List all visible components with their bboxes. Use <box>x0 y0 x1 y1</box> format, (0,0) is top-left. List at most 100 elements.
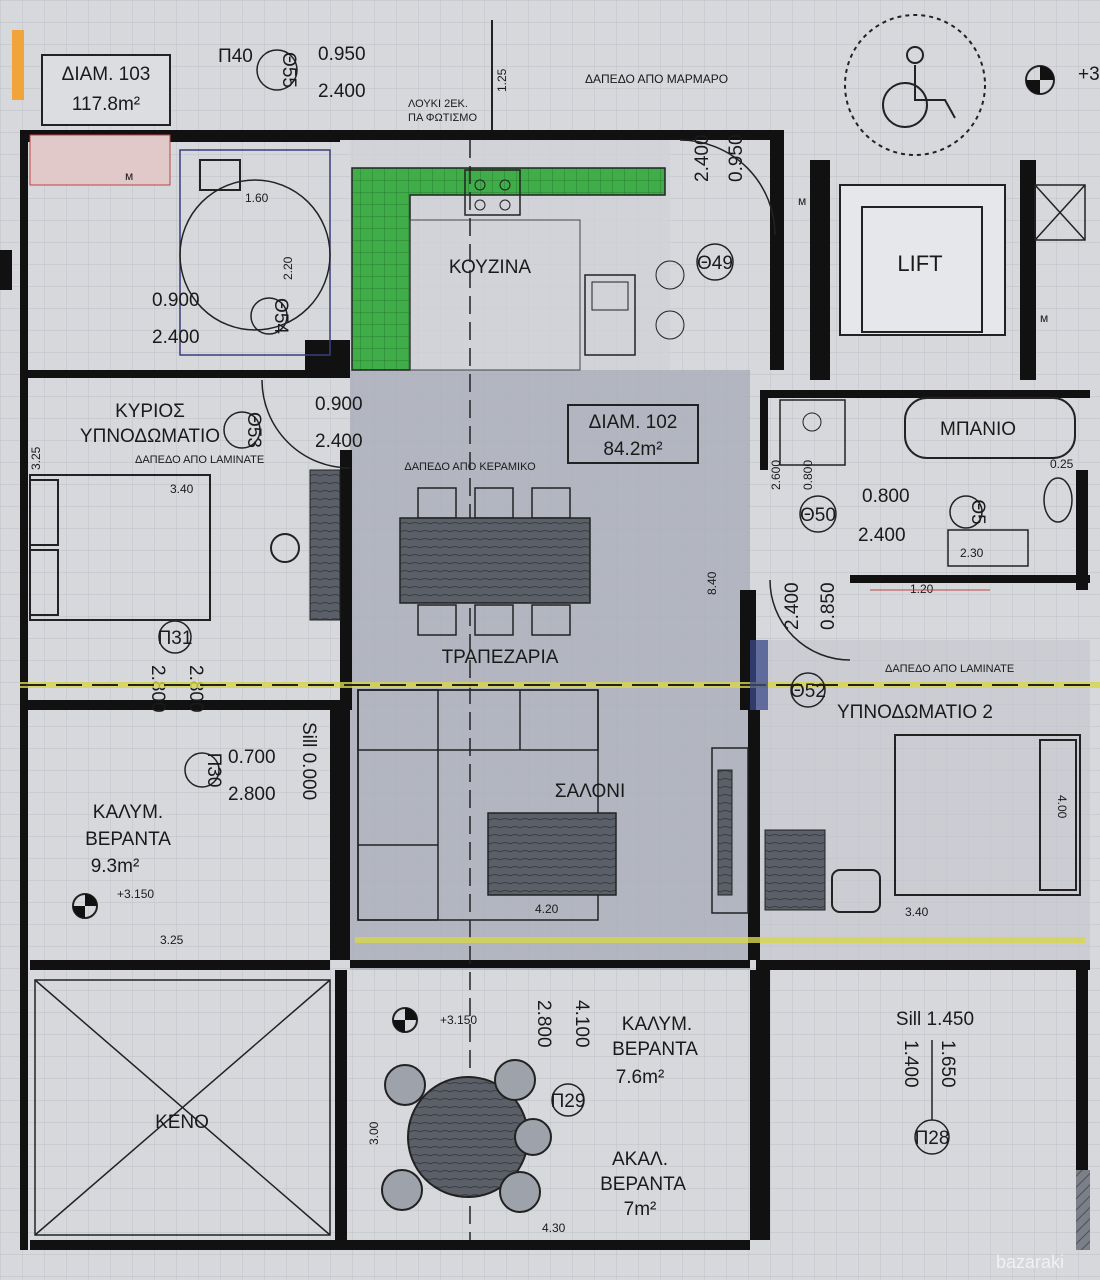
floor-laminate-bed2: ΔΑΠΕΔΟ ΑΠΟ LAMINATE <box>885 663 1014 675</box>
room-open-veranda-2: ΒΕΡΑΝΤΑ <box>600 1174 686 1195</box>
door-tag-t49-circle <box>696 243 734 281</box>
door-tag-p31: Π31 <box>158 628 193 649</box>
level-marker-mid-icon <box>392 1007 418 1033</box>
door-tag-t55: Θ55 <box>278 52 299 88</box>
dim-3150-left: +3.150 <box>117 887 154 901</box>
dim-325-side: 3.25 <box>29 446 43 470</box>
door-tag-t53-circle <box>223 411 261 449</box>
wc-turning-circle <box>179 179 331 331</box>
dim-2400-b2: 2.400 <box>782 582 803 630</box>
door-tag-p29-circle <box>551 1083 585 1117</box>
lobby-light-1: ΛΟΥΚΙ 2ΕΚ. <box>408 98 468 110</box>
room-veranda-mid-2: ΒΕΡΑΝΤΑ <box>612 1039 698 1060</box>
dim-160: 1.60 <box>245 191 269 205</box>
dim-125: 1.25 <box>495 68 509 92</box>
room-bedroom2: ΥΠΝΟΔΩΜΑΤΙΟ 2 <box>837 702 993 723</box>
unit103-title: ΔΙΑΜ. 103 <box>62 64 151 85</box>
door-tag-p40: Π40 <box>218 46 253 67</box>
washer <box>779 399 846 466</box>
dim-2400-kit: 2.400 <box>692 134 713 182</box>
dim-0900-wc: 0.900 <box>152 290 200 311</box>
room-open-veranda-area: 7m² <box>624 1199 657 1220</box>
kitchen-door-swing <box>679 139 776 236</box>
dim-420: 4.20 <box>535 902 559 916</box>
dim-0900-mb: 0.900 <box>315 394 363 415</box>
room-open-veranda-1: ΑΚΑΛ. <box>612 1149 668 1170</box>
outdoor-table-set <box>381 1059 552 1213</box>
coffee-table <box>487 812 617 896</box>
dim-2800-a: 2.800 <box>147 665 168 713</box>
right-edge-hatch <box>1076 1170 1090 1250</box>
dim-2800-c: 2.800 <box>228 784 276 805</box>
marker-m-far-right: м <box>1040 311 1048 325</box>
watermark: bazaraki <box>996 1252 1064 1272</box>
dim-430: 4.30 <box>542 1221 566 1235</box>
dim-0850: 0.850 <box>818 582 839 630</box>
room-veranda-left-2: ΒΕΡΑΝΤΑ <box>85 829 171 850</box>
door-tag-t54: Θ54 <box>270 298 291 334</box>
door-tag-t50: Θ50 <box>800 505 836 526</box>
master-door-swing <box>261 379 351 469</box>
door-tag-p28: Π28 <box>915 1128 950 1149</box>
dining-table <box>399 517 591 604</box>
door-tag-t50-circle <box>799 495 837 533</box>
door-tag-t55-circle <box>256 49 298 91</box>
door-tag-t53: Θ53 <box>243 412 264 448</box>
bed-2 <box>894 734 1081 896</box>
dim-2400-wc: 2.400 <box>152 327 200 348</box>
unit103-box <box>41 54 171 126</box>
dim-sill-1450: Sill 1.450 <box>896 1009 974 1030</box>
floor-ceramic: ΔΑΠΕΔΟ ΑΠΟ ΚΕΡΑΜΙΚΟ <box>404 461 536 473</box>
dim-2400-mb: 2.400 <box>315 431 363 452</box>
dim-2400-bath: 2.400 <box>858 525 906 546</box>
toilet <box>1043 477 1073 523</box>
dim-120: 1.20 <box>910 582 934 596</box>
vanity <box>947 529 1029 567</box>
door-tag-t54-circle <box>250 297 288 335</box>
plus-mark-top: +3 <box>1078 64 1100 85</box>
door-tag-p29: Π29 <box>551 1091 586 1112</box>
marker-m-left: м <box>125 169 133 183</box>
dim-0800-a: 0.800 <box>801 460 815 490</box>
room-lift: LIFT <box>897 251 942 276</box>
dim-220: 2.20 <box>281 256 295 280</box>
dim-0700: 0.700 <box>228 747 276 768</box>
hob <box>464 169 521 216</box>
dim-0950-top: 0.950 <box>318 44 366 65</box>
door-tag-t52-circle <box>790 672 826 708</box>
dim-340-bed: 3.40 <box>170 482 194 496</box>
room-kitchen: ΚΟΥΖΙΝΑ <box>449 257 532 278</box>
void-cross <box>34 979 331 1236</box>
bathtub <box>904 397 1076 459</box>
dim-300: 3.00 <box>367 1121 381 1145</box>
unit102-title: ΔΙΑΜ. 102 <box>589 412 678 433</box>
level-marker-left-icon <box>72 893 98 919</box>
room-veranda-left-area: 9.3m² <box>91 856 140 877</box>
corner-mark <box>12 30 24 100</box>
lobby-light-2: ΠΑ ΦΩΤΙΣΜΟ <box>408 112 477 124</box>
blue-marker <box>750 640 768 710</box>
door-tag-t5: Θ5 <box>967 499 988 524</box>
dim-3150-mid: +3.150 <box>440 1013 477 1027</box>
kitchen-island-outline <box>409 219 581 371</box>
room-void: ΚΕΝΟ <box>155 1112 209 1133</box>
room-veranda-mid-area: 7.6m² <box>616 1067 665 1088</box>
door-tag-t52: Θ52 <box>790 681 826 702</box>
bed2-door-swing <box>769 579 851 661</box>
dim-1400: 1.400 <box>900 1040 921 1088</box>
kitchen-counter <box>351 167 666 371</box>
unit102-area: 84.2m² <box>603 439 662 460</box>
sofa <box>357 689 599 921</box>
walls <box>0 130 1090 1250</box>
bed-master <box>29 474 211 621</box>
dim-4100: 4.100 <box>571 1000 592 1048</box>
wc-basin <box>199 159 241 191</box>
lift-x-icon <box>1034 184 1086 241</box>
wardrobe <box>309 469 341 621</box>
dim-340-b2: 3.40 <box>905 905 929 919</box>
tv-unit <box>711 747 749 914</box>
room-veranda-mid-1: ΚΑΛΥΜ. <box>622 1014 692 1035</box>
dim-2600: 2.600 <box>769 460 783 490</box>
door-tag-p30-circle <box>184 752 220 788</box>
wheelchair-icon <box>844 14 986 156</box>
